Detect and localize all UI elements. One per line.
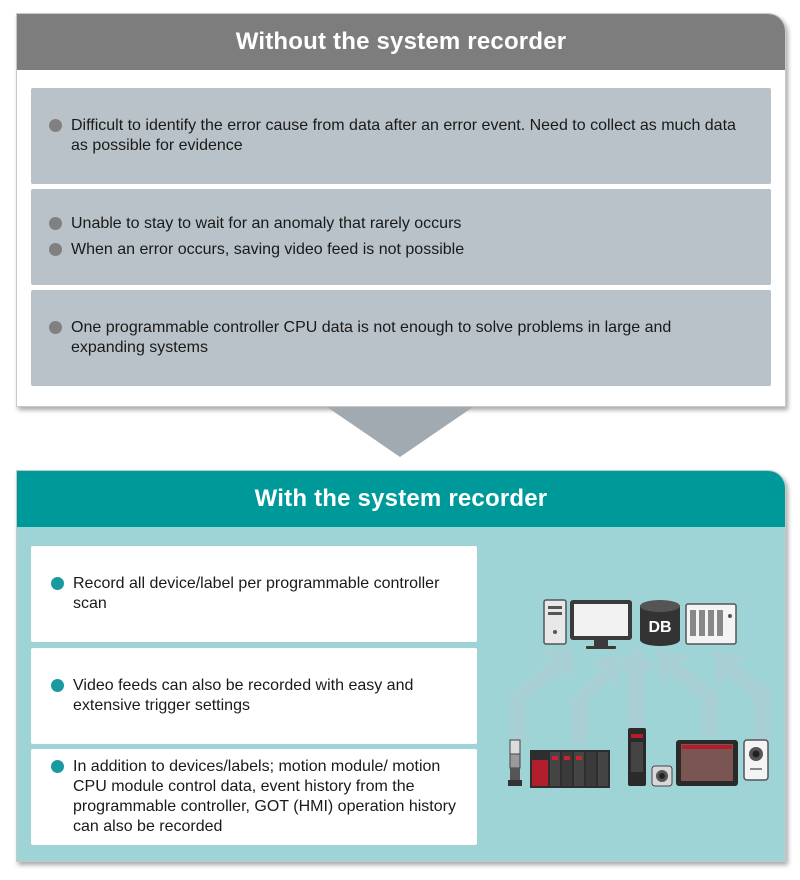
bullet-icon bbox=[51, 760, 64, 773]
server-rack-icon bbox=[685, 603, 737, 645]
database-icon: DB bbox=[640, 600, 680, 646]
servo-drive-icon bbox=[628, 728, 646, 786]
data-flow-arrows bbox=[510, 646, 770, 748]
signal-tower-icon bbox=[508, 739, 522, 786]
with-benefit-box-3: In addition to devices/labels; motion mo… bbox=[31, 749, 477, 845]
without-issue-item: When an error occurs, saving video feed … bbox=[49, 240, 747, 260]
bullet-icon bbox=[51, 679, 64, 692]
with-recorder-panel: With the system recorder Record all devi… bbox=[16, 470, 786, 862]
down-arrow-icon bbox=[327, 407, 473, 457]
bullet-icon bbox=[49, 243, 62, 256]
network-camera-icon bbox=[743, 739, 769, 781]
plc-rack-icon bbox=[530, 750, 610, 788]
bullet-icon bbox=[49, 321, 62, 334]
monitor-icon bbox=[570, 600, 632, 649]
bullet-icon bbox=[49, 217, 62, 230]
without-recorder-panel: Without the system recorder Difficult to… bbox=[16, 13, 786, 407]
without-issue-box-1: Difficult to identify the error cause fr… bbox=[31, 88, 771, 184]
without-issue-item: Unable to stay to wait for an anomaly th… bbox=[49, 214, 747, 234]
pc-tower-icon bbox=[543, 599, 567, 645]
with-benefit-box-1: Record all device/label per programmable… bbox=[31, 546, 477, 642]
hmi-panel-icon bbox=[676, 740, 738, 786]
with-benefit-item: Video feeds can also be recorded with ea… bbox=[51, 676, 463, 716]
without-recorder-title: Without the system recorder bbox=[17, 14, 785, 70]
bullet-icon bbox=[49, 119, 62, 132]
without-issue-item: Difficult to identify the error cause fr… bbox=[49, 116, 747, 156]
bullet-icon bbox=[51, 577, 64, 590]
with-benefit-box-2: Video feeds can also be recorded with ea… bbox=[31, 648, 477, 744]
with-recorder-title: With the system recorder bbox=[17, 471, 785, 527]
without-issue-box-2: Unable to stay to wait for an anomaly th… bbox=[31, 189, 771, 285]
with-benefit-item: In addition to devices/labels; motion mo… bbox=[51, 757, 463, 837]
svg-text:DB: DB bbox=[648, 619, 671, 636]
camera-module-icon bbox=[651, 765, 673, 787]
with-benefit-item: Record all device/label per programmable… bbox=[51, 574, 463, 614]
system-illustration: DB bbox=[508, 599, 770, 788]
without-issue-item: One programmable controller CPU data is … bbox=[49, 318, 747, 358]
without-issue-box-3: One programmable controller CPU data is … bbox=[31, 290, 771, 386]
